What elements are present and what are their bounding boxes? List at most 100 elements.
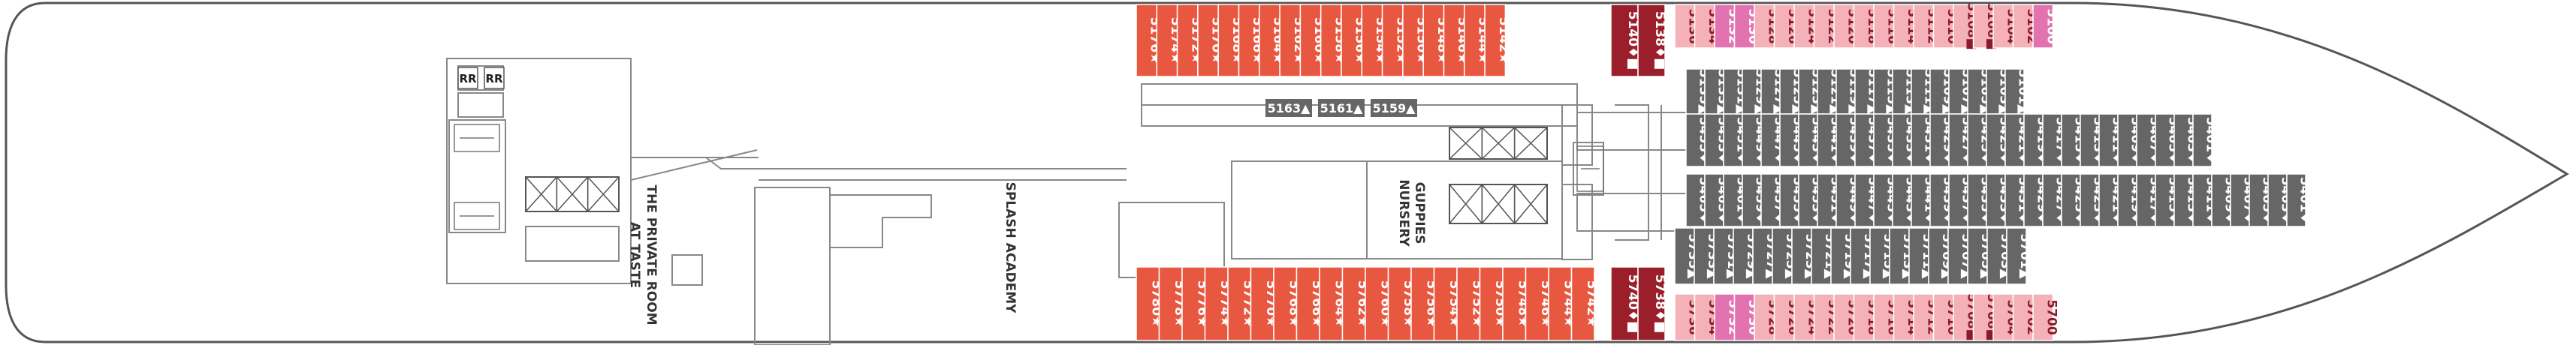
cabin-box[interactable] — [1793, 293, 1815, 341]
cabin-box[interactable] — [1714, 4, 1736, 49]
cabin-box[interactable] — [1685, 113, 1706, 167]
cabin-box[interactable] — [1947, 227, 1968, 285]
cabin-box[interactable] — [1742, 68, 1762, 115]
cabin[interactable]: 5740♦■ — [1610, 266, 1640, 341]
cabin-box[interactable] — [1387, 266, 1412, 341]
cabin[interactable]: 5714 — [1893, 293, 1920, 341]
cabin-box[interactable] — [1694, 227, 1715, 285]
cabin-box[interactable] — [1967, 227, 1988, 285]
cabin[interactable]: 5101▲ — [2004, 68, 2031, 115]
cabin-box[interactable] — [1972, 293, 1994, 341]
cabin-box[interactable] — [1158, 266, 1183, 341]
cabin-box[interactable] — [1798, 113, 1818, 167]
cabin-box[interactable] — [1833, 293, 1855, 341]
cabin-box[interactable] — [1779, 113, 1799, 167]
cabin-box[interactable] — [1674, 4, 1696, 49]
cabin-box[interactable] — [2023, 173, 2044, 227]
cabin-box[interactable] — [1929, 173, 1950, 227]
cabin-box[interactable] — [1760, 173, 1781, 227]
cabin-box[interactable] — [1525, 266, 1549, 341]
cabin[interactable]: 5158★ — [1320, 4, 1347, 77]
cabin-box[interactable] — [1986, 113, 2006, 167]
cabin-box[interactable] — [1456, 266, 1481, 341]
cabin-box[interactable] — [1714, 293, 1736, 341]
cabin-box[interactable] — [1320, 4, 1342, 77]
cabin[interactable]: 5401♦ — [2286, 173, 2312, 227]
cabin-box[interactable] — [1410, 266, 1435, 341]
cabin[interactable]: 5174★ — [1156, 4, 1183, 77]
cabin-box[interactable] — [1892, 173, 1912, 227]
cabin[interactable]: 5766★ — [1296, 266, 1324, 341]
cabin-box[interactable] — [1570, 266, 1595, 341]
cabin[interactable]: 5140♦■ — [1610, 4, 1640, 77]
cabin-box[interactable] — [1791, 227, 1812, 285]
cabin-box[interactable] — [1892, 113, 1912, 167]
cabin-box[interactable] — [1733, 227, 1754, 285]
cabin-box[interactable] — [1853, 4, 1875, 49]
cabin-box[interactable] — [1637, 4, 1666, 77]
cabin-box[interactable] — [1694, 293, 1715, 341]
cabin-box[interactable] — [1972, 4, 1994, 49]
cabin-box[interactable] — [1733, 4, 1755, 49]
cabin[interactable]: 5401♦ — [2192, 113, 2219, 167]
cabin[interactable]: 5733▲ — [1694, 227, 1720, 285]
cabin-box[interactable] — [1773, 293, 1795, 341]
cabin-box[interactable] — [2136, 113, 2156, 167]
cabin-box[interactable] — [1798, 68, 1818, 115]
cabin-box[interactable] — [2080, 173, 2100, 227]
cabin[interactable]: 5100 — [2032, 4, 2059, 49]
cabin-box[interactable] — [2136, 173, 2156, 227]
cabin[interactable]: 5742★ — [1570, 266, 1599, 341]
cabin-box[interactable] — [1908, 227, 1929, 285]
cabin-box[interactable] — [1381, 4, 1404, 77]
cabin-box[interactable] — [1893, 293, 1914, 341]
cabin-box[interactable] — [1893, 4, 1914, 49]
cabin-box[interactable] — [1948, 173, 1968, 227]
cabin[interactable]: 5758★ — [1387, 266, 1416, 341]
cabin-box[interactable] — [1929, 113, 1950, 167]
cabin[interactable]: 5407♦ — [2230, 173, 2256, 227]
cabin-box[interactable] — [2042, 113, 2062, 167]
cabin[interactable]: 5455♦ — [1685, 113, 1712, 167]
cabin-box[interactable] — [1911, 173, 1931, 227]
cabin[interactable]: 5138♦■ — [1637, 4, 1667, 77]
cabin-box[interactable] — [1873, 113, 1893, 167]
cabin-box[interactable] — [1873, 173, 1893, 227]
cabin-box[interactable] — [1798, 173, 1818, 227]
cabin-box[interactable] — [2042, 173, 2062, 227]
cabin-box[interactable] — [2098, 113, 2119, 167]
cabin-box[interactable] — [1136, 4, 1158, 77]
cabin-box[interactable] — [1817, 173, 1837, 227]
cabin-box[interactable] — [1296, 266, 1320, 341]
cabin-box[interactable] — [1637, 266, 1666, 341]
cabin-box[interactable] — [1733, 293, 1755, 341]
cabin[interactable]: 5770★ — [1250, 266, 1278, 341]
cabin[interactable]: 5124 — [1793, 4, 1820, 49]
cabin-box[interactable] — [2192, 173, 2213, 227]
cabin-box[interactable] — [2032, 293, 2054, 341]
cabin-box[interactable] — [1341, 266, 1366, 341]
cabin-box[interactable] — [1217, 4, 1240, 77]
cabin[interactable]: 5148★ — [1422, 4, 1449, 77]
cabin-box[interactable] — [1889, 227, 1910, 285]
cabin-box[interactable] — [2098, 173, 2119, 227]
midship-cabin-tag[interactable] — [1371, 99, 1417, 117]
cabin-box[interactable] — [1779, 68, 1799, 115]
cabin-box[interactable] — [2032, 4, 2054, 49]
cabin-box[interactable] — [1402, 4, 1424, 77]
cabin-box[interactable] — [2080, 113, 2100, 167]
cabin-box[interactable] — [1967, 68, 1987, 115]
cabin-box[interactable] — [1610, 4, 1639, 77]
cabin-box[interactable] — [1813, 293, 1835, 341]
cabin[interactable]: 5125▲ — [1779, 68, 1805, 115]
cabin-box[interactable] — [2173, 173, 2194, 227]
cabin[interactable]: 5423♦ — [1986, 113, 2012, 167]
cabin-box[interactable] — [1227, 266, 1252, 341]
cabin-box[interactable] — [1361, 4, 1383, 77]
cabin-box[interactable] — [1479, 266, 1504, 341]
cabin-box[interactable] — [1854, 173, 1875, 227]
cabin-box[interactable] — [2012, 293, 2034, 341]
cabin-box[interactable] — [1779, 173, 1799, 227]
cabin-box[interactable] — [2006, 227, 2027, 285]
cabin-box[interactable] — [2230, 173, 2250, 227]
